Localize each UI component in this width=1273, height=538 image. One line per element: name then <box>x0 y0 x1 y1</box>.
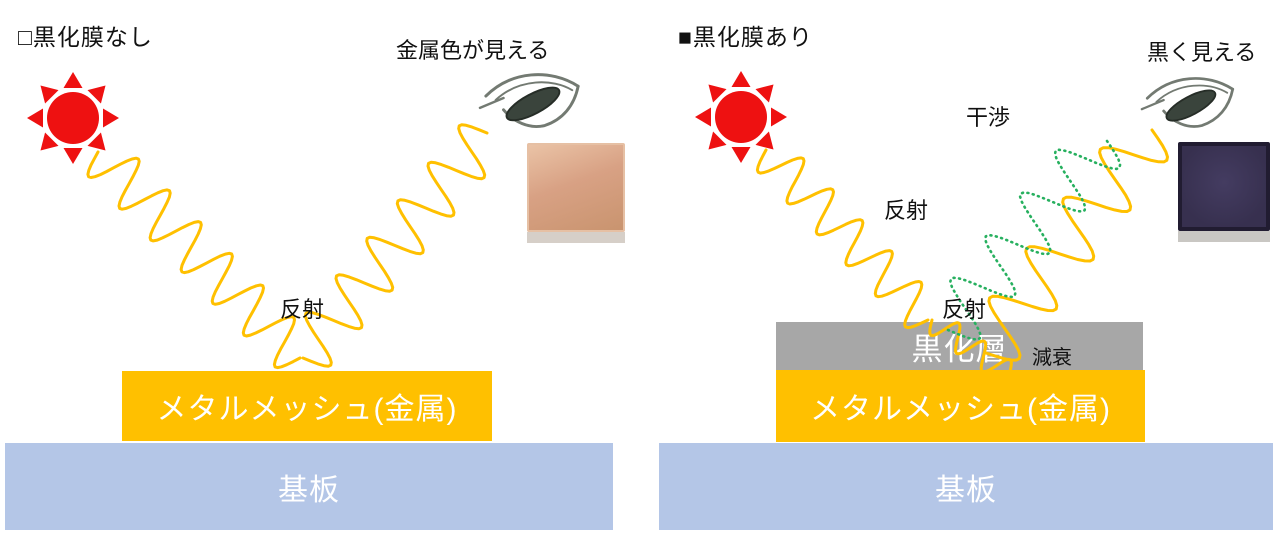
substrate-label-right: 基板 <box>935 473 997 507</box>
incident-wave-left <box>86 150 302 370</box>
eye-icon <box>478 73 580 128</box>
right-panel-title: ■黒化膜あり <box>678 24 813 50</box>
sun-rays <box>695 71 787 163</box>
blackening-layer: 黒化層 <box>776 322 1143 370</box>
sun-icon <box>27 72 119 164</box>
attenuation-label: 減衰 <box>1032 347 1072 369</box>
eye-caption-left: 金属色が見える <box>396 38 550 63</box>
eye-icon <box>1140 77 1235 128</box>
sun-rays <box>27 72 119 164</box>
photo-background-strip <box>527 232 625 243</box>
metallic-sample-surface <box>527 143 625 232</box>
sample-photo-metallic <box>527 143 625 243</box>
metal-mesh-label-right: メタルメッシュ(金属) <box>810 393 1111 426</box>
incident-wave-right <box>755 148 930 330</box>
sun-icon <box>695 71 787 163</box>
blackening-layer-label: 黒化層 <box>911 331 1008 367</box>
metal-mesh-layer-right: メタルメッシュ(金属) <box>776 370 1145 442</box>
substrate-layer-right: 基板 <box>659 443 1273 530</box>
reflection-label-right-upper: 反射 <box>884 198 929 223</box>
eye-caption-right: 黒く見える <box>1147 40 1257 65</box>
reflected-wave-left <box>301 123 489 368</box>
reflection-label-left: 反射 <box>280 297 325 322</box>
black-sample-surface <box>1178 142 1270 231</box>
substrate-layer-left: 基板 <box>5 443 613 530</box>
interference-label: 干渉 <box>966 105 1011 130</box>
left-panel-title: □黒化膜なし <box>18 24 153 50</box>
sample-photo-black <box>1178 142 1270 242</box>
metal-mesh-label-left: メタルメッシュ(金属) <box>156 393 458 426</box>
metal-mesh-layer-left: メタルメッシュ(金属) <box>122 371 492 441</box>
substrate-label-left: 基板 <box>278 473 340 507</box>
photo-background-strip <box>1178 231 1270 242</box>
reflection-label-right-surface: 反射 <box>942 297 987 322</box>
